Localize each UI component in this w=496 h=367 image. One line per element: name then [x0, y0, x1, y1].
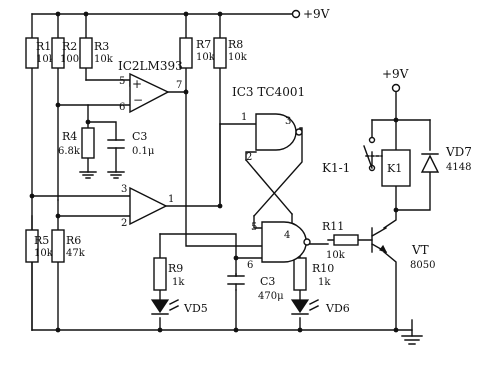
- svg-text:4148: 4148: [446, 162, 471, 173]
- svg-text:VD6: VD6: [325, 302, 350, 315]
- comparator-u2: 3 2 1: [121, 184, 174, 229]
- svg-text:R7: R7: [196, 38, 211, 51]
- svg-text:470μ: 470μ: [258, 291, 284, 302]
- svg-text:6: 6: [119, 102, 125, 113]
- svg-text:10k: 10k: [228, 52, 248, 63]
- svg-text:3: 3: [285, 116, 291, 127]
- supply-label-relay: +9V: [382, 67, 409, 81]
- capacitor-c3-reset: C3 470μ: [227, 275, 284, 302]
- resistor-r6: R6 47k: [51, 229, 86, 263]
- svg-text:4: 4: [284, 230, 290, 241]
- comparator-u1: + − 5 6 7: [119, 72, 182, 114]
- resistor-r11: R11 10k: [322, 220, 359, 261]
- svg-text:−: −: [133, 93, 143, 107]
- svg-text:R2: R2: [62, 40, 77, 53]
- led-vd6: VD6: [290, 299, 350, 315]
- svg-text:10k: 10k: [326, 250, 346, 261]
- svg-text:1: 1: [241, 112, 247, 123]
- svg-text:R5: R5: [34, 234, 49, 247]
- ic-label-comparator: IC2LM393: [118, 59, 183, 73]
- svg-text:5: 5: [119, 76, 125, 87]
- svg-text:R9: R9: [168, 262, 183, 275]
- svg-text:R8: R8: [228, 38, 243, 51]
- svg-text:7: 7: [176, 80, 182, 91]
- svg-text:VT: VT: [411, 243, 429, 257]
- svg-text:3: 3: [121, 184, 127, 195]
- resistor-r3: R3 10k: [79, 37, 114, 69]
- resistor-r4: R4 6.8k: [58, 127, 95, 159]
- svg-text:C3: C3: [260, 275, 275, 288]
- resistor-r8: R8 10k: [213, 37, 248, 69]
- ground-symbol-r4: [79, 171, 97, 179]
- svg-text:2: 2: [121, 218, 127, 229]
- resistor-r2: R2 100k: [51, 37, 86, 69]
- svg-text:VD5: VD5: [183, 302, 208, 315]
- svg-text:VD7: VD7: [445, 145, 472, 159]
- transistor-vt: VT 8050: [371, 227, 435, 271]
- resistor-r1: R1 10k: [25, 37, 56, 69]
- resistor-r9: R9 1k: [153, 257, 185, 291]
- svg-text:1k: 1k: [172, 277, 185, 288]
- svg-text:R6: R6: [66, 234, 81, 247]
- svg-text:K1: K1: [387, 162, 402, 175]
- ic-label-nand: IC3 TC4001: [232, 85, 305, 99]
- capacitor-c3-timing: C3 0.1μ: [107, 130, 155, 157]
- relay-contact-k1-1: K1-1: [322, 136, 383, 175]
- resistor-r5: R5 10k: [25, 229, 54, 263]
- svg-text:R3: R3: [94, 40, 109, 53]
- svg-text:10k: 10k: [36, 54, 56, 65]
- svg-text:K1-1: K1-1: [322, 161, 350, 175]
- ground-symbol-c3: [107, 171, 125, 179]
- svg-text:10k: 10k: [34, 248, 54, 259]
- resistor-r10: R10 1k: [293, 257, 334, 291]
- svg-text:R10: R10: [312, 262, 334, 275]
- ground-symbol-main: [401, 335, 423, 345]
- svg-text:8050: 8050: [410, 260, 435, 271]
- svg-text:0.1μ: 0.1μ: [132, 146, 155, 157]
- svg-text:1: 1: [168, 194, 174, 205]
- svg-text:1k: 1k: [318, 277, 331, 288]
- svg-text:10k: 10k: [196, 52, 216, 63]
- svg-text:47k: 47k: [66, 248, 86, 259]
- svg-text:6.8k: 6.8k: [58, 146, 81, 157]
- nand-gate-1: 1 2 3: [241, 112, 303, 163]
- resistor-r7: R7 10k: [179, 37, 216, 69]
- nand-gate-2: 5 6 4: [247, 221, 311, 271]
- svg-text:10k: 10k: [94, 54, 114, 65]
- relay-coil-k1: K1: [381, 149, 411, 187]
- power-terminal-relay: +9V: [382, 67, 409, 93]
- svg-text:R11: R11: [322, 220, 344, 233]
- diode-vd7: VD7 4148: [420, 145, 472, 173]
- power-terminal-main: +9V: [291, 7, 330, 21]
- junctions: [29, 11, 399, 333]
- svg-text:+: +: [132, 77, 142, 91]
- svg-text:C3: C3: [132, 130, 147, 143]
- led-vd5: VD5: [150, 299, 208, 315]
- svg-text:R4: R4: [62, 130, 77, 143]
- svg-text:2: 2: [246, 152, 252, 163]
- svg-text:100k: 100k: [60, 54, 86, 65]
- svg-text:5: 5: [251, 222, 257, 233]
- svg-text:6: 6: [247, 260, 253, 271]
- svg-text:R1: R1: [36, 40, 51, 53]
- supply-label-main: +9V: [303, 7, 330, 21]
- wires: [31, 13, 431, 337]
